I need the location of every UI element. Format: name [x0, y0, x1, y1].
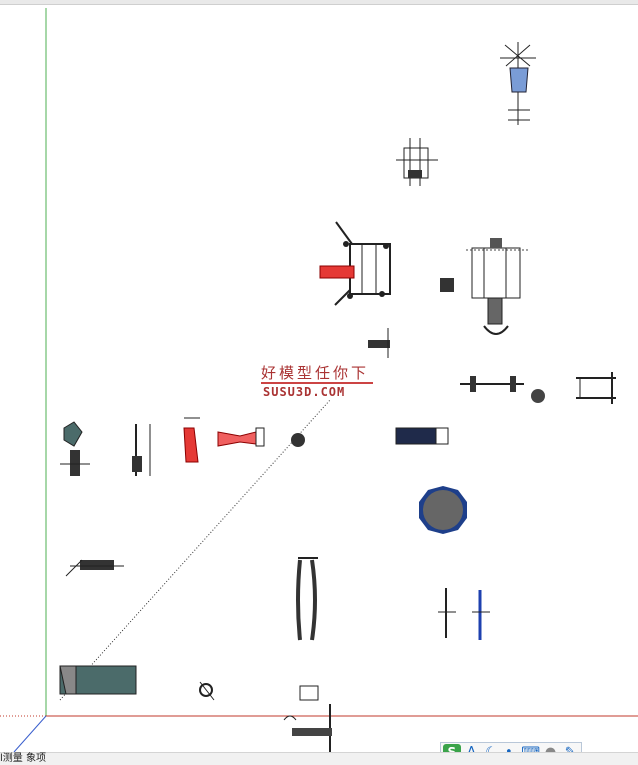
- viewport-top-edge: [0, 0, 638, 5]
- equipment-trampoline[interactable]: [419, 486, 467, 534]
- equipment-hanging-chain[interactable]: [296, 557, 318, 641]
- equipment-rower[interactable]: [65, 559, 124, 577]
- watermark-cn: 好模型任你下: [261, 364, 370, 382]
- equipment-bottom-machine[interactable]: [283, 685, 332, 752]
- equipment-bench-frame[interactable]: [576, 372, 616, 404]
- equipment-leg-press-red[interactable]: [319, 221, 391, 306]
- blue-axis: [13, 715, 47, 753]
- equipment-power-rack[interactable]: [466, 238, 530, 335]
- equipment-small-dumbbell[interactable]: [368, 328, 390, 358]
- status-text: l测量 象项: [0, 753, 46, 764]
- equipment-treadmill[interactable]: [395, 427, 449, 445]
- equipment-red-seat[interactable]: [183, 417, 200, 463]
- equipment-cable-station[interactable]: [396, 138, 438, 186]
- equipment-bike-black[interactable]: [438, 588, 456, 638]
- status-bar: l测量 象项: [0, 752, 638, 765]
- equipment-small-block[interactable]: [440, 278, 454, 292]
- equipment-small-bike[interactable]: [199, 681, 215, 701]
- watermark-underline: [261, 382, 373, 384]
- equipment-bike-blue[interactable]: [472, 590, 490, 640]
- equipment-vertical-press[interactable]: [500, 42, 536, 125]
- equipment-red-bench[interactable]: [217, 427, 265, 447]
- watermark: 好模型任你下 SUSU3D.COM: [255, 362, 385, 406]
- equipment-barbell[interactable]: [460, 376, 545, 403]
- inference-dotted-line: [59, 399, 331, 701]
- watermark-en: SUSU3D.COM: [263, 385, 346, 399]
- equipment-teal-machine[interactable]: [60, 421, 90, 476]
- equipment-tall-frame[interactable]: [132, 424, 151, 476]
- equipment-teal-treadmill[interactable]: [59, 665, 137, 695]
- equipment-weight-plate[interactable]: [291, 433, 305, 447]
